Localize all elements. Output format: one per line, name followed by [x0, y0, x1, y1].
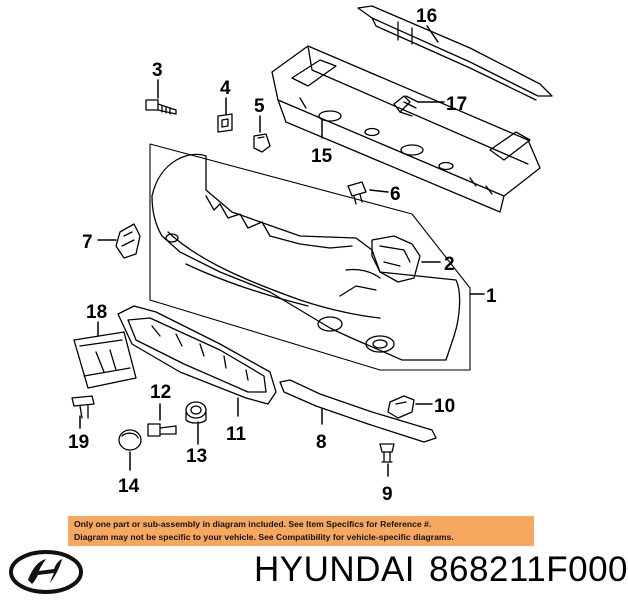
callout-15: 15	[311, 146, 333, 167]
grommet-13	[185, 401, 207, 424]
callout-1: 1	[486, 286, 497, 307]
callout-2: 2	[444, 254, 455, 275]
callout-19: 19	[68, 432, 89, 453]
lower-grille-11	[117, 305, 277, 405]
callout-11: 11	[226, 424, 247, 445]
bracket-2	[371, 235, 421, 283]
bolt-3	[145, 99, 177, 115]
fog-cover-7	[115, 223, 141, 259]
callout-5: 5	[254, 96, 265, 117]
callout-14: 14	[118, 476, 140, 497]
cap-14	[118, 429, 142, 451]
push-clip-19	[71, 395, 95, 419]
retainer-5	[253, 133, 271, 153]
leader-lines	[79, 25, 485, 477]
screw-12	[147, 423, 177, 437]
bumper-cover-1	[151, 153, 461, 361]
callout-16: 16	[416, 6, 437, 27]
clip-4	[217, 113, 233, 133]
callout-6: 6	[390, 184, 401, 205]
callout-12: 12	[150, 382, 171, 403]
callout-3: 3	[152, 60, 163, 81]
callout-9: 9	[382, 484, 393, 505]
push-pin-17	[393, 95, 419, 117]
callout-8: 8	[316, 432, 327, 453]
callout-7: 7	[82, 232, 93, 253]
bracket-10	[387, 395, 415, 419]
callout-4: 4	[220, 78, 231, 99]
disclaimer-banner: Only one part or sub-assembly in diagram…	[68, 516, 534, 546]
absorber-strip-16	[357, 5, 553, 101]
callout-18: 18	[86, 302, 107, 323]
disclaimer-line-1: Only one part or sub-assembly in diagram…	[74, 519, 432, 529]
license-bracket-18	[73, 331, 137, 389]
part-caption: HYUNDAI 868211F000	[254, 548, 628, 592]
part-number: 868211F000	[429, 550, 628, 589]
reinforcement-beam-15	[271, 45, 541, 213]
callout-13: 13	[186, 446, 207, 467]
disclaimer-line-2: Diagram may not be specific to your vehi…	[74, 531, 454, 542]
molding-strip-8	[279, 379, 437, 443]
parts-diagram: 16 3 4 5 17 15 6 7 2 1 18 12 10 19 11 8 …	[68, 5, 553, 505]
callout-17: 17	[446, 94, 467, 115]
callout-10: 10	[434, 396, 455, 417]
hyundai-logo-icon	[9, 550, 83, 594]
push-clip-9	[379, 443, 395, 463]
bumper-cover-frame	[149, 143, 471, 371]
brand-name: HYUNDAI	[254, 550, 416, 589]
